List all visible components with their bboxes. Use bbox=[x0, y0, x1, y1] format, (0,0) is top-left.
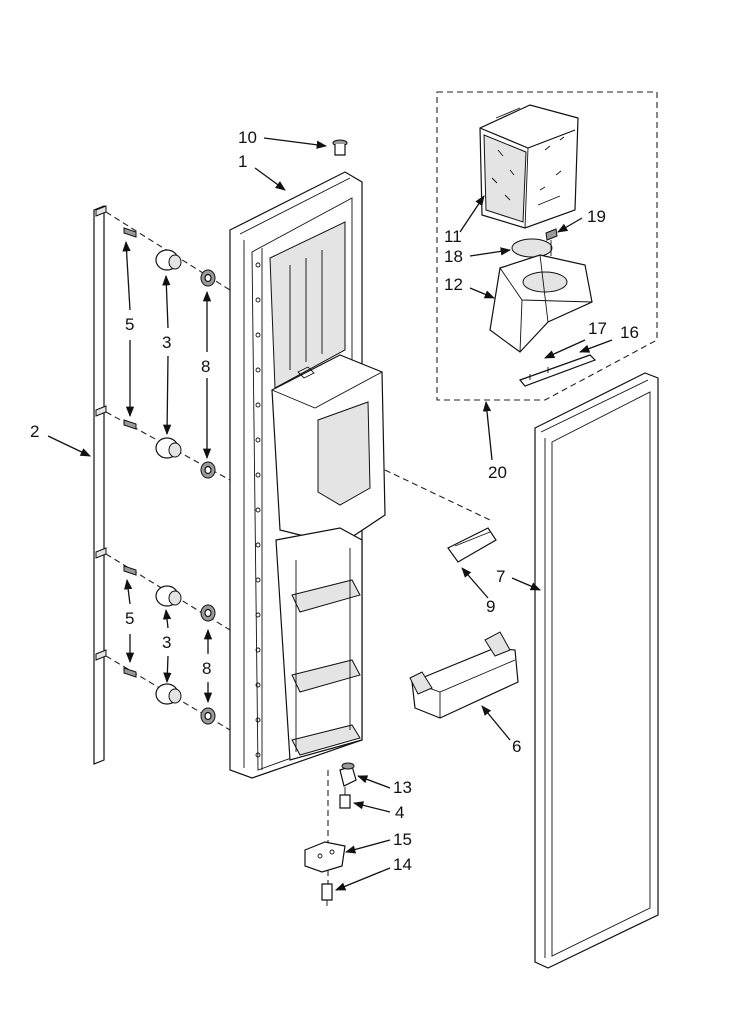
freezer-door bbox=[229, 171, 386, 779]
callout-15: 15 bbox=[393, 830, 412, 849]
auger-cover bbox=[511, 238, 553, 258]
leader-lines bbox=[47, 137, 613, 891]
callout-14: 14 bbox=[393, 855, 412, 874]
slide-rail bbox=[518, 354, 597, 387]
ice-bucket bbox=[479, 104, 579, 229]
callout-5-upper: 5 bbox=[125, 315, 134, 334]
callout-1: 1 bbox=[238, 152, 247, 171]
callout-8-upper: 8 bbox=[201, 357, 210, 376]
callout-18: 18 bbox=[444, 247, 463, 266]
callout-13: 13 bbox=[393, 778, 412, 797]
callout-19: 19 bbox=[587, 207, 606, 226]
callout-3-upper: 3 bbox=[162, 333, 171, 352]
cap-plug bbox=[332, 139, 348, 156]
callout-20: 20 bbox=[488, 463, 507, 482]
callout-4: 4 bbox=[395, 803, 404, 822]
callout-8-lower: 8 bbox=[202, 659, 211, 678]
callout-10: 10 bbox=[238, 128, 257, 147]
callout-11: 11 bbox=[444, 227, 462, 246]
callout-2: 2 bbox=[30, 422, 39, 441]
callout-9: 9 bbox=[486, 597, 495, 616]
callout-17: 17 bbox=[588, 319, 607, 338]
handle-fasteners bbox=[105, 211, 231, 731]
callouts: 1 10 1 2 5 3 8 5 3 8 11 18 19 12 17 16 2… bbox=[30, 128, 639, 874]
ice-container-housing bbox=[489, 254, 593, 353]
screw-19 bbox=[545, 228, 558, 256]
door-handle bbox=[93, 205, 107, 765]
door-bin bbox=[409, 631, 519, 719]
ice-bucket-assembly-outline bbox=[436, 91, 658, 401]
hinge-parts bbox=[304, 762, 357, 906]
callout-7: 7 bbox=[496, 567, 505, 586]
callout-12: 12 bbox=[444, 275, 463, 294]
door-gasket bbox=[534, 372, 659, 969]
dispenser-shim bbox=[384, 469, 497, 563]
callout-5-lower: 5 bbox=[125, 609, 134, 628]
callout-16: 16 bbox=[620, 323, 639, 342]
callout-3-lower: 3 bbox=[162, 633, 171, 652]
